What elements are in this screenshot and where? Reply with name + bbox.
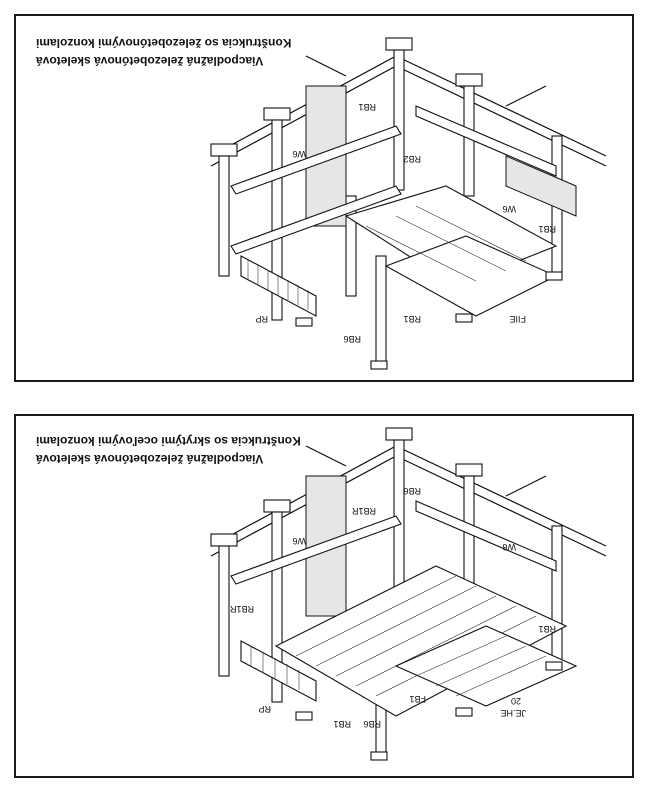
label-rb1-bottom: RB1: [403, 314, 421, 324]
label-rp: RP: [258, 704, 271, 714]
staircase: [240, 640, 317, 702]
label-w6-left: W6: [293, 536, 307, 546]
label-20: 20: [511, 696, 521, 706]
label-rb1r-left: RB1R: [229, 604, 254, 614]
label-rb1-right: RB1: [538, 624, 556, 634]
label-rb6-top: RB6: [403, 486, 421, 496]
label-fiie: FIIE: [509, 314, 526, 324]
label-rb1: RB1: [358, 102, 376, 112]
label-w6-right: W6: [503, 542, 517, 552]
skeleton-drawing-2: RB6 RB1R W6 W6 RB1R RB1 RB6 RB1 FB1 RP 2…: [210, 427, 607, 761]
diagram-panel-hidden-steel: RB6 RB1R W6 W6 RB1R RB1 RB6 RB1 FB1 RP 2…: [14, 414, 634, 778]
label-rb6-bottom: RB6: [363, 719, 381, 729]
label-w6-right: W6: [503, 204, 517, 214]
diagram-panel-consoles: RB1 RB2 W6 W6 RB1 RB1 RB6 RP FIIE Konštr…: [14, 14, 634, 382]
label-rb1-right: RB1: [538, 224, 556, 234]
label-rb6: RB6: [343, 334, 361, 344]
label-rb1-bottom: RB1: [333, 719, 351, 729]
label-rb1r-top: RB1R: [351, 506, 376, 516]
label-rp: RP: [255, 314, 268, 324]
label-w6-left: W6: [293, 149, 307, 159]
label-fb1: FB1: [409, 694, 426, 704]
label-jehe: JE.HE: [500, 708, 526, 718]
skeleton-drawing-1: RB1 RB2 W6 W6 RB1 RB1 RB6 RP FIIE: [210, 37, 607, 370]
label-rb2: RB2: [403, 154, 421, 164]
staircase: [240, 255, 317, 317]
